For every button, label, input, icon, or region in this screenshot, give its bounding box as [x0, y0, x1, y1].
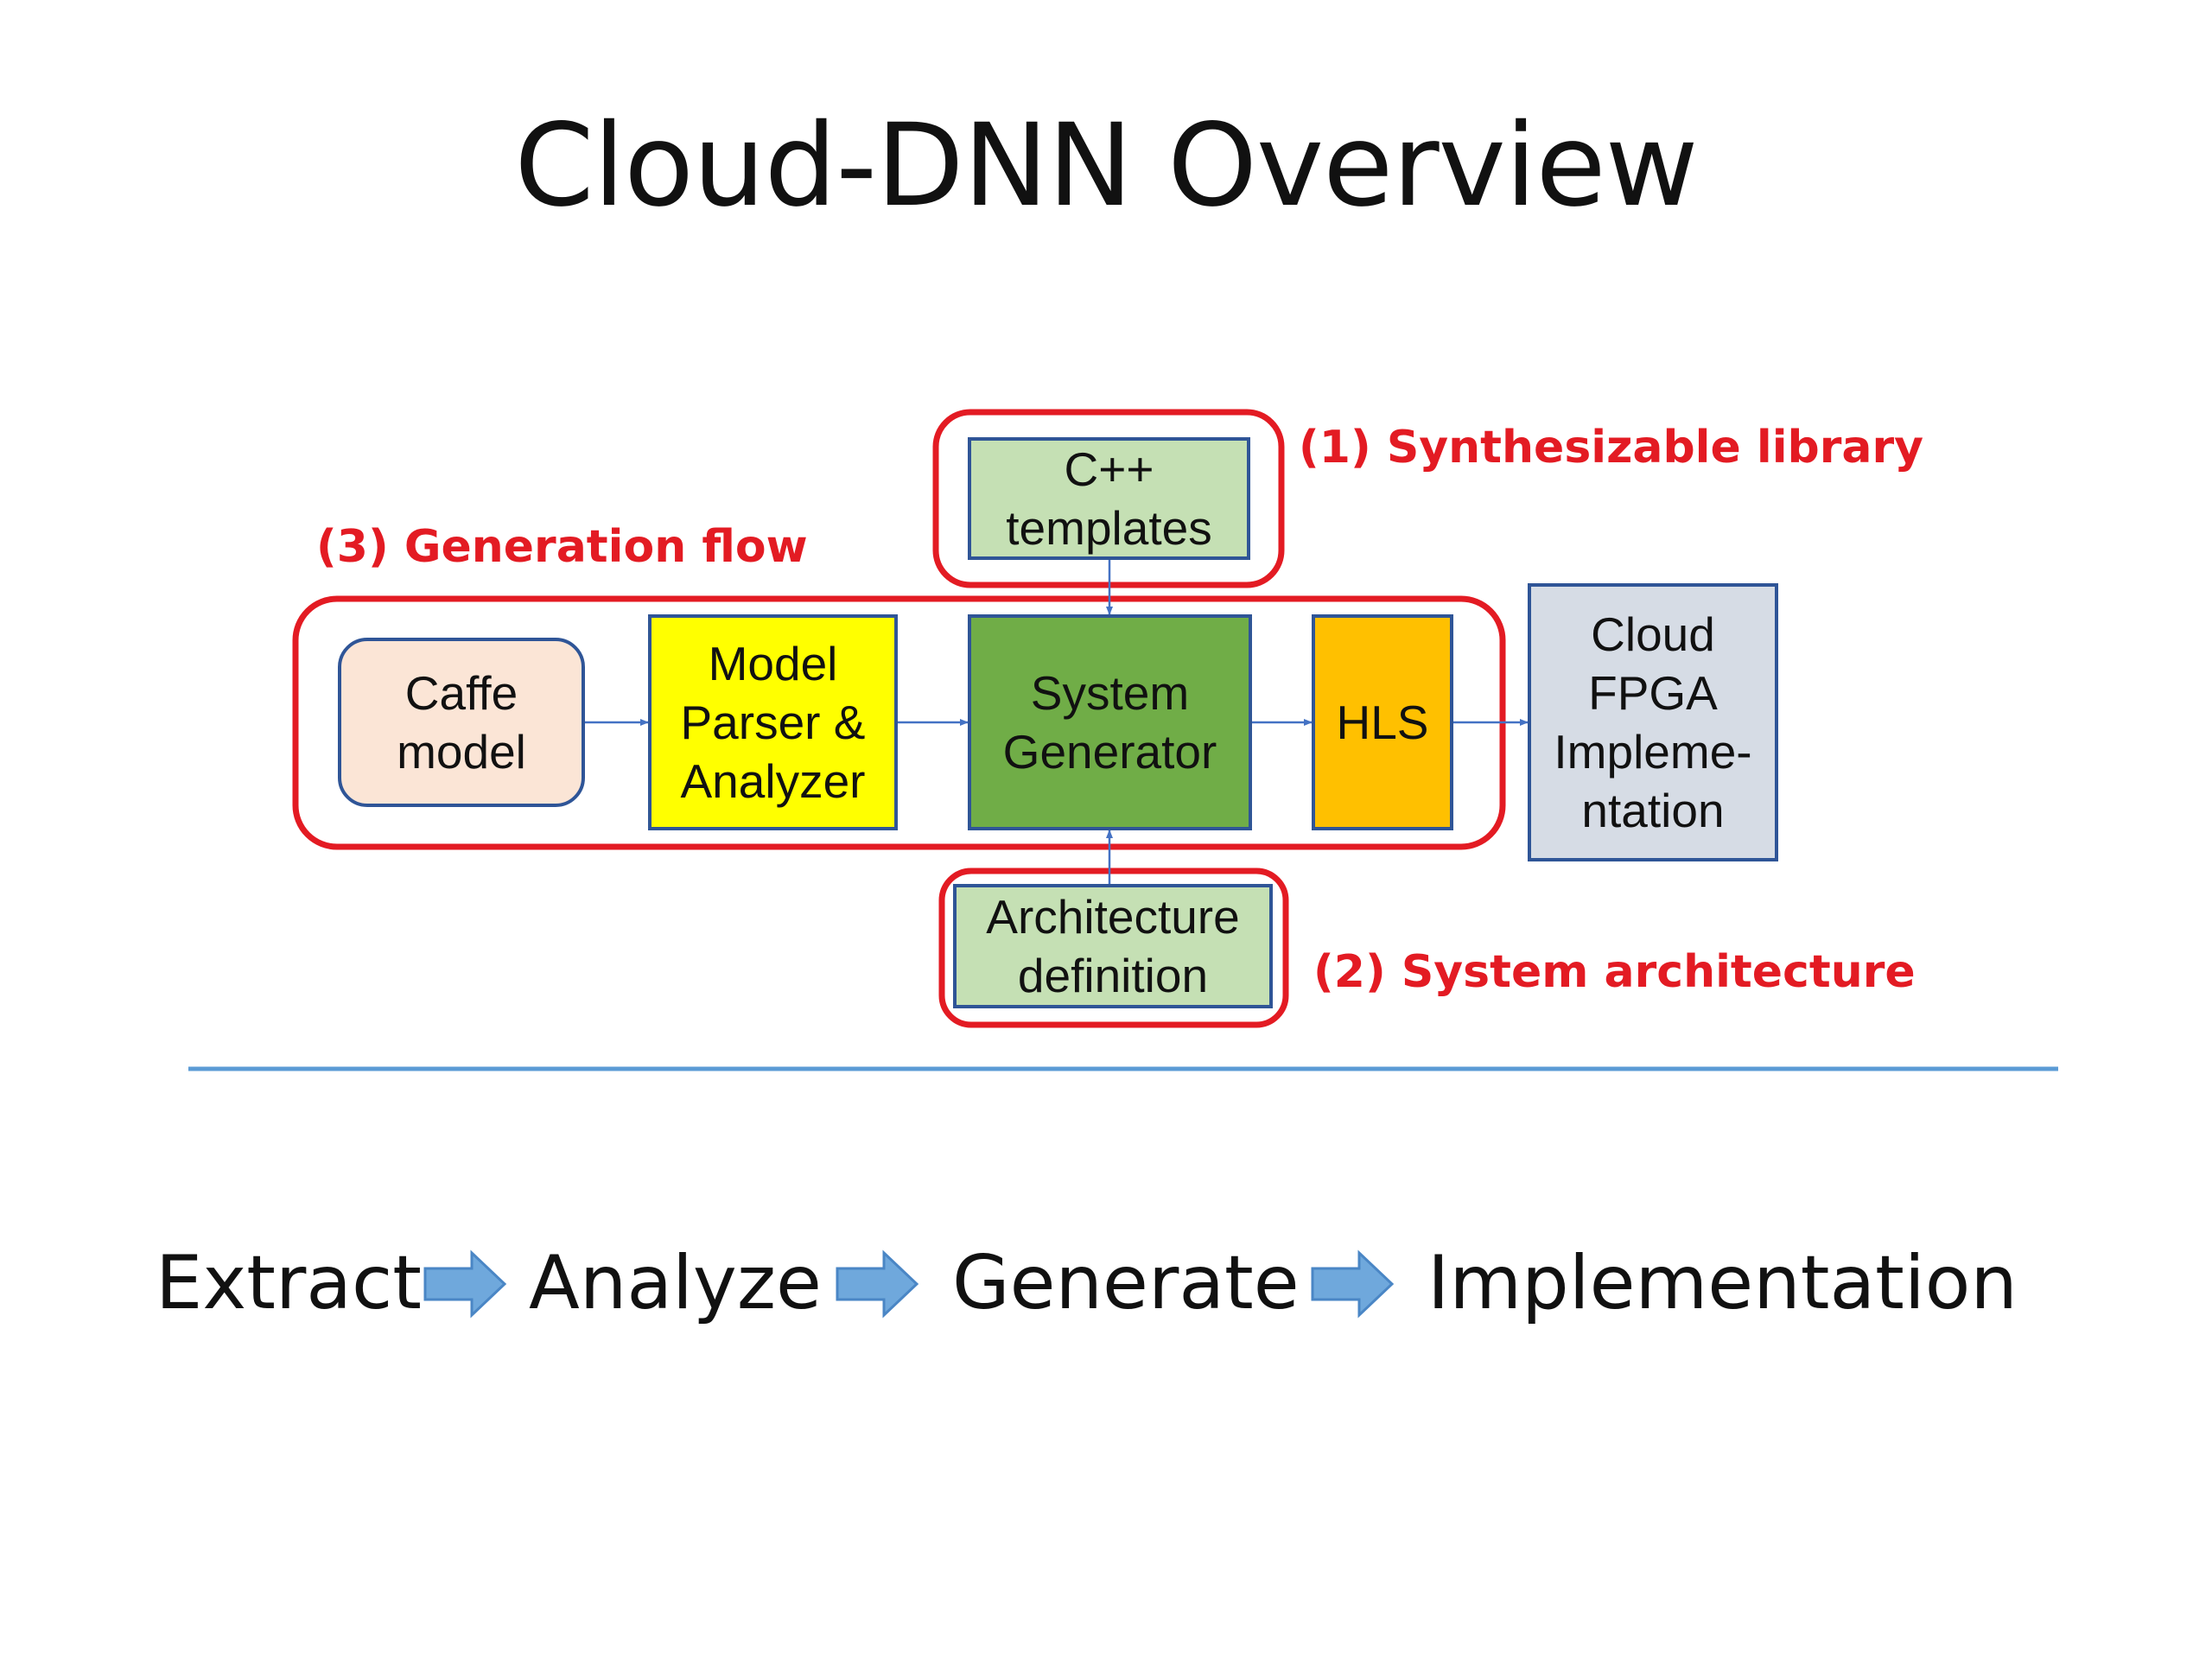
hls-box [1312, 614, 1453, 830]
flow-step-analyze: Analyze [529, 1240, 822, 1326]
system-generator-box [968, 614, 1252, 830]
flow-arrow-icon [423, 1249, 507, 1319]
flow-arrow-icon [1311, 1249, 1395, 1319]
synthesizable-library-callout: (1) Synthesizable library [1299, 422, 1924, 474]
flow-step-generate: Generate [952, 1240, 1300, 1326]
hls-label: HLS [1336, 696, 1429, 749]
architecture-definition-box [953, 884, 1273, 1008]
system-architecture-callout: (2) System architecture [1313, 946, 1916, 998]
cloud-fpga-label: Cloud FPGA Impleme- ntation [1554, 607, 1752, 837]
model-parser-box [648, 614, 898, 830]
flow-step-implementation: Implementation [1427, 1240, 2018, 1326]
cpp-templates-box [968, 437, 1250, 560]
caffe-model-box [338, 638, 585, 807]
slide-title: Cloud-DNN Overview [514, 99, 1698, 232]
cpp-templates-label: C++ templates [1006, 442, 1212, 555]
generation-flow-callout: (3) Generation flow [316, 521, 808, 573]
caffe-model-label: Caffe model [397, 666, 526, 779]
cloud-fpga-box [1528, 583, 1778, 861]
architecture-definition-label: Architecture definition [986, 890, 1240, 1002]
system-generator-label: System Generator [1002, 666, 1217, 779]
system-architecture-outline [938, 868, 1289, 1028]
flow-step-extract: Extract [156, 1240, 423, 1326]
model-parser-label: Model Parser & Analyzer [680, 637, 866, 808]
flow-arrow-icon [836, 1249, 919, 1319]
process-flow: Extract Analyze Generate Implementation [0, 1227, 2212, 1339]
